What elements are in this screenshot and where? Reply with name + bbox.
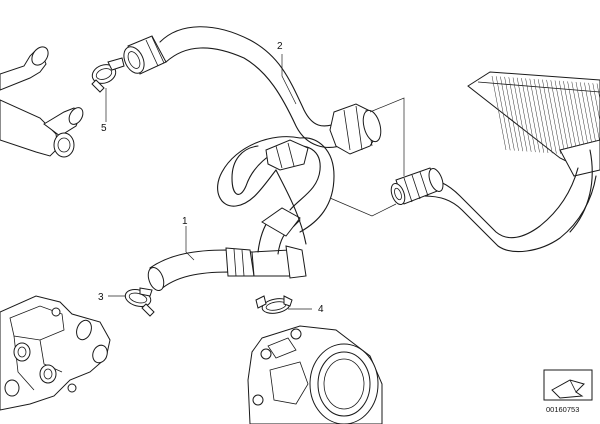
thermostat-housing-bottom-left [0, 295, 111, 411]
leader-lines [105, 54, 405, 310]
fin-line [512, 77, 528, 152]
fin-line [537, 79, 553, 154]
fin-line [504, 76, 519, 151]
fin-line [495, 76, 511, 151]
fin-line [550, 80, 566, 155]
hose-clamp-5 [91, 57, 125, 93]
heater-hose-connector [390, 167, 444, 206]
throttle-housing-bottom-center [247, 325, 383, 424]
folded-sheet-icon [543, 369, 593, 401]
drawing-code: 00160753 [546, 405, 579, 414]
pipe-fitting-top-left [0, 46, 84, 158]
fin-line [516, 77, 532, 152]
fin-line [567, 81, 582, 156]
fin-line [521, 78, 536, 153]
fin-line [542, 79, 557, 154]
hose-clamp-3 [124, 287, 155, 317]
fin-line [491, 75, 507, 151]
fin-line [571, 81, 587, 156]
fin-line [533, 78, 549, 154]
fin-line [558, 80, 574, 155]
hose-2 [123, 26, 382, 155]
fin-line [554, 80, 570, 155]
fin-line [546, 79, 561, 154]
fin-line [508, 77, 524, 152]
fin-line [588, 82, 600, 145]
callout-1: 1 [182, 216, 188, 227]
callout-3: 3 [98, 292, 104, 303]
hose-clamp-4 [255, 295, 293, 314]
fin-line [596, 83, 600, 101]
callout-4: 4 [318, 304, 324, 315]
hose-1 [147, 136, 335, 292]
fin-line [500, 76, 515, 151]
heater-core [419, 71, 600, 253]
fin-line [529, 78, 545, 153]
callout-2: 2 [277, 41, 283, 52]
callout-5: 5 [101, 123, 107, 134]
fin-line [525, 78, 540, 153]
fin-line [563, 81, 578, 156]
